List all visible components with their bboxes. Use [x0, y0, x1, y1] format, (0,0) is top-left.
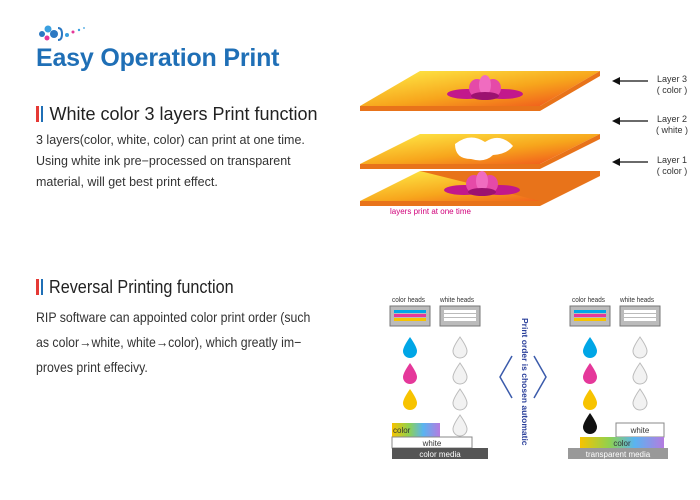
- color-heads-label: color heads: [392, 295, 425, 304]
- left-mid-label: white: [422, 439, 442, 448]
- red-bar-icon: [36, 279, 39, 295]
- section2-title: Reversal Printing function: [49, 277, 235, 297]
- section2-heading: Reversal Printing function: [36, 277, 255, 298]
- cyan-drop-icon: [403, 337, 417, 358]
- white-drop-icon: [632, 362, 648, 385]
- white-drop-icon: [632, 388, 648, 411]
- double-arrow-icon: [499, 355, 547, 399]
- lotus-flower-icon: [444, 171, 520, 196]
- magenta-drop-icon: [583, 363, 597, 384]
- layer1-label: Layer 1 ( color ): [652, 155, 692, 177]
- right-media-label: transparent media: [585, 450, 651, 459]
- white-heads-label: white heads: [620, 295, 655, 304]
- cyan-drop-icon: [583, 337, 597, 358]
- left-media-label: color media: [419, 450, 461, 459]
- layer-arrows: [612, 77, 648, 166]
- section1-title: White color 3 layers Print function: [49, 104, 318, 124]
- red-bar-icon: [36, 106, 39, 122]
- yellow-drop-icon: [403, 389, 417, 410]
- layer2-sheet: [360, 134, 600, 169]
- white-print-head-icon: [619, 305, 661, 327]
- layer-type: ( color ): [656, 85, 688, 95]
- layer-name: Layer 3: [656, 74, 688, 84]
- section1-heading: White color 3 layers Print function: [36, 104, 318, 125]
- brand-logo-icon: [39, 25, 85, 41]
- layers-diagram: [360, 71, 600, 206]
- lotus-flower-icon: [447, 75, 523, 100]
- print-order-text: Print order is chosen automatic: [520, 318, 530, 446]
- section1-line: 3 layers(color, white, color) can print …: [36, 133, 305, 147]
- white-print-head-icon: [439, 305, 481, 327]
- yellow-drop-icon: [583, 389, 597, 410]
- layer-type: ( white ): [655, 125, 688, 135]
- page-title: Easy Operation Print: [36, 44, 280, 72]
- arrow-left-icon: [612, 117, 648, 125]
- reversal-diagram-left: [389, 305, 488, 459]
- section1-body: 3 layers(color, white, color) can print …: [36, 130, 336, 193]
- magenta-drop-icon: [403, 363, 417, 384]
- white-drop-icon: [452, 388, 468, 411]
- layer-type: ( color ): [656, 166, 688, 176]
- layer2-label: Layer 2 ( white ): [652, 114, 692, 136]
- section2-line: RIP software can appointed color print o…: [36, 309, 311, 325]
- color-heads-label: color heads: [572, 295, 605, 304]
- reversal-diagram-right: [568, 305, 668, 459]
- color-print-head-icon: [569, 305, 611, 327]
- transparent-media-layer: [568, 448, 668, 459]
- color-media-layer: [392, 448, 488, 459]
- layer-name: Layer 1: [656, 155, 688, 165]
- white-drop-icon: [632, 336, 648, 359]
- blue-bar-icon: [41, 279, 43, 295]
- arrow-left-icon: [612, 77, 648, 85]
- section2-body: RIP software can appointed color print o…: [36, 305, 335, 380]
- section1-line: Using white ink pre−processed on transpa…: [36, 154, 291, 168]
- section1-line: material, will get best print effect.: [36, 175, 218, 189]
- right-top-label: white: [630, 426, 650, 435]
- black-drop-icon: [583, 413, 597, 434]
- layers-caption: layers print at one time: [390, 207, 471, 216]
- layer3-label: Layer 3 ( color ): [652, 74, 692, 96]
- white-drop-icon: [452, 336, 468, 359]
- white-drop-icon: [452, 362, 468, 385]
- white-heads-label: white heads: [440, 295, 475, 304]
- layer-name: Layer 2: [656, 114, 688, 124]
- white-drop-icon: [452, 414, 468, 437]
- section2-line: as color→white, white→color), which grea…: [36, 334, 302, 350]
- blue-bar-icon: [41, 106, 43, 122]
- color-print-head-icon: [389, 305, 431, 327]
- section2-line: proves print effecivy.: [36, 359, 148, 375]
- color-layer: [580, 437, 664, 448]
- left-top-label: color: [393, 426, 411, 435]
- arrow-left-icon: [612, 158, 648, 166]
- color-layer: [392, 423, 440, 437]
- right-mid-label: color: [613, 439, 631, 448]
